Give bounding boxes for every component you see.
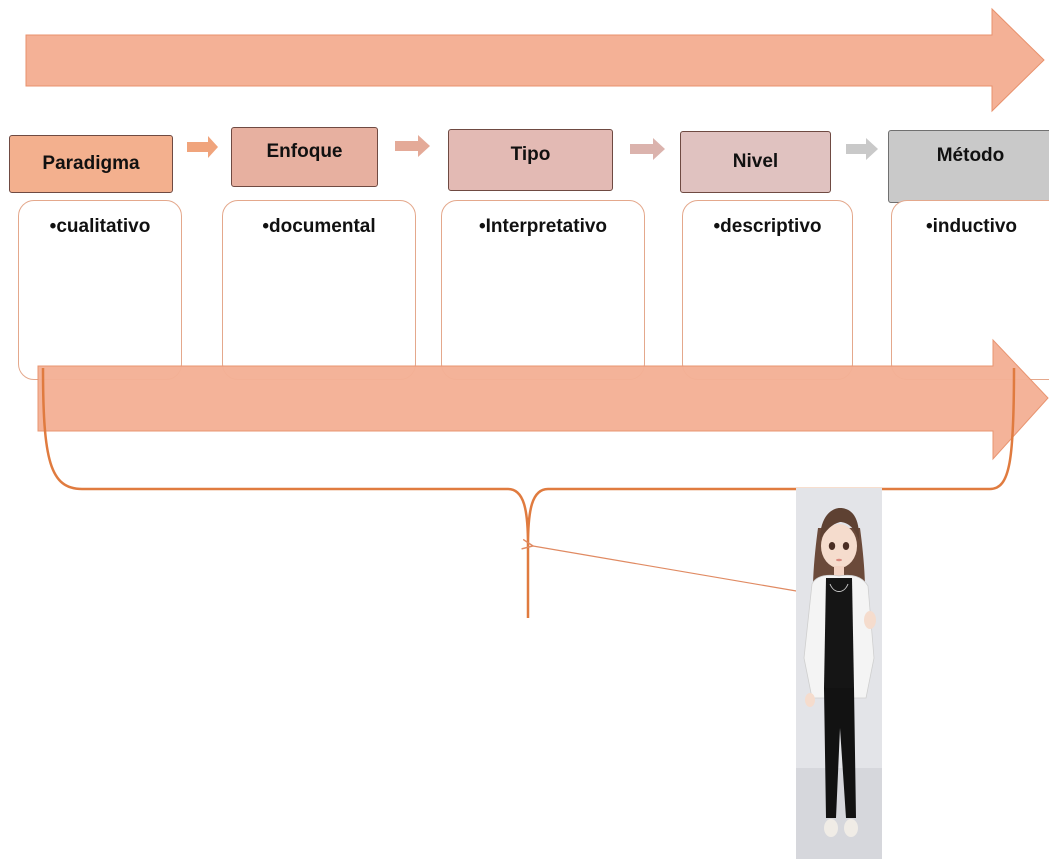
bullet-icon: • bbox=[713, 216, 721, 237]
step-card-text: cualitativo bbox=[56, 216, 151, 237]
bullet-icon: • bbox=[925, 216, 933, 237]
step-header-enfoque: Enfoque bbox=[231, 127, 378, 187]
step-card-paradigma: •cualitativo bbox=[18, 200, 182, 380]
step-card-enfoque: •documental bbox=[222, 200, 416, 380]
top-process-arrow bbox=[25, 7, 1045, 113]
bullet-icon: • bbox=[262, 216, 270, 237]
step-header-tipo: Tipo bbox=[448, 129, 613, 191]
connector-arrow-1 bbox=[187, 136, 218, 158]
connector-arrow-3 bbox=[630, 138, 665, 160]
bullet-icon: • bbox=[49, 216, 57, 237]
step-header-label: Nivel bbox=[732, 151, 779, 172]
connector-arrow-4 bbox=[846, 138, 878, 160]
step-card-text: descriptivo bbox=[720, 216, 822, 237]
step-card-text: inductivo bbox=[932, 216, 1018, 237]
step-header-label: Enfoque bbox=[266, 141, 343, 162]
step-card-metodo: •inductivo bbox=[891, 200, 1049, 380]
bottom-process-arrow bbox=[37, 338, 1049, 461]
avatar-character-icon bbox=[796, 488, 882, 859]
step-header-paradigma: Paradigma bbox=[9, 135, 173, 193]
arrow-pointer-icon bbox=[533, 546, 809, 594]
connector-arrow-2 bbox=[395, 135, 430, 157]
step-card-tipo: •Interpretativo bbox=[441, 200, 645, 380]
step-header-nivel: Nivel bbox=[680, 131, 831, 193]
curly-brace bbox=[41, 367, 1016, 618]
step-header-label: Tipo bbox=[510, 144, 551, 165]
step-header-label: Método bbox=[936, 145, 1005, 166]
step-card-text: documental bbox=[269, 216, 376, 237]
step-header-label: Paradigma bbox=[42, 153, 140, 174]
bullet-icon: • bbox=[478, 216, 486, 237]
step-card-nivel: •descriptivo bbox=[682, 200, 853, 380]
step-card-text: Interpretativo bbox=[485, 216, 608, 237]
